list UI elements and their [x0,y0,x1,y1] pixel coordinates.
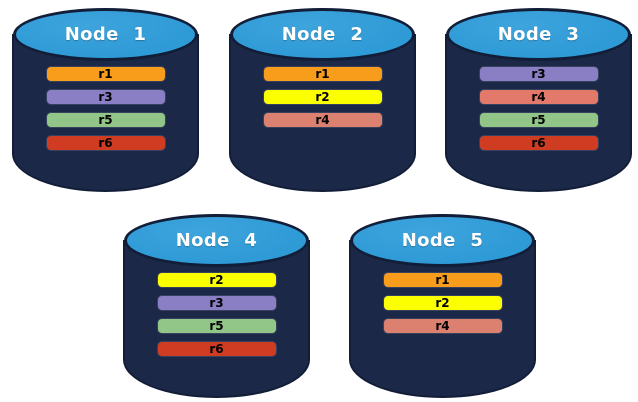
node-2-replica-list: r1 r2 r4 [263,67,382,127]
replica-label: r1 [315,67,330,81]
node-5-replica-list: r1 r2 r4 [383,273,502,333]
replica-bar-r3: r3 [157,296,276,310]
node-5-title: Node 5 [401,230,484,251]
node-2-cylinder-top: Node 2 [230,8,415,61]
node-1-cylinder: Node 1 r1 r3 r5 r6 [12,8,199,192]
node-1-cylinder-top: Node 1 [13,8,198,61]
replica-label: r2 [209,273,224,287]
replica-label: r4 [531,90,546,104]
replica-bar-r6: r6 [157,342,276,356]
replica-bar-r4: r4 [383,319,502,333]
replica-label: r4 [315,113,330,127]
replica-label: r2 [435,296,450,310]
replica-label: r4 [435,319,450,333]
node-4-title: Node 4 [175,230,258,251]
replica-bar-r2: r2 [263,90,382,104]
replica-bar-r4: r4 [479,90,598,104]
node-3-cylinder-top: Node 3 [446,8,631,61]
node-2-cylinder: Node 2 r1 r2 r4 [229,8,416,192]
node-1-replica-list: r1 r3 r5 r6 [46,67,165,150]
replica-label: r5 [209,319,224,333]
node-5-cylinder-top: Node 5 [350,214,535,267]
replica-label: r5 [531,113,546,127]
replica-label: r6 [531,136,546,150]
replica-bar-r2: r2 [383,296,502,310]
replica-bar-r1: r1 [263,67,382,81]
replica-label: r2 [315,90,330,104]
node-2-title: Node 2 [281,24,364,45]
replica-label: r3 [98,90,113,104]
replica-label: r5 [98,113,113,127]
replica-bar-r5: r5 [157,319,276,333]
replica-bar-r1: r1 [383,273,502,287]
replica-label: r3 [531,67,546,81]
node-3-cylinder: Node 3 r3 r4 r5 r6 [445,8,632,192]
replica-bar-r6: r6 [46,136,165,150]
node-5-cylinder: Node 5 r1 r2 r4 [349,214,536,398]
replica-bar-r1: r1 [46,67,165,81]
replica-bar-r4: r4 [263,113,382,127]
replica-bar-r3: r3 [46,90,165,104]
replica-label: r3 [209,296,224,310]
node-4-cylinder: Node 4 r2 r3 r5 r6 [123,214,310,398]
replica-bar-r3: r3 [479,67,598,81]
replica-label: r1 [435,273,450,287]
node-3-title: Node 3 [497,24,580,45]
node-4-cylinder-top: Node 4 [124,214,309,267]
replica-bar-r6: r6 [479,136,598,150]
replica-label: r6 [98,136,113,150]
node-1-title: Node 1 [64,24,147,45]
node-4-replica-list: r2 r3 r5 r6 [157,273,276,356]
replica-bar-r2: r2 [157,273,276,287]
replica-bar-r5: r5 [479,113,598,127]
replica-label: r1 [98,67,113,81]
replica-label: r6 [209,342,224,356]
replica-bar-r5: r5 [46,113,165,127]
node-3-replica-list: r3 r4 r5 r6 [479,67,598,150]
